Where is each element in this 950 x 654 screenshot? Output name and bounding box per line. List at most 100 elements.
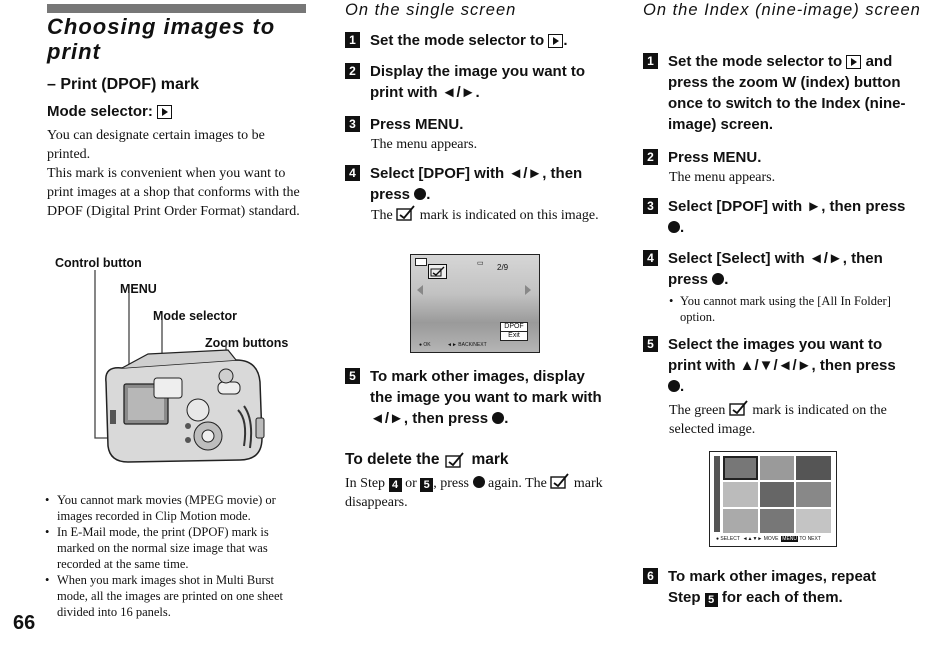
step-number: 4 — [643, 250, 658, 266]
right-arrow-icon — [525, 285, 531, 295]
thumbnail — [759, 508, 795, 533]
center-button-icon — [492, 412, 505, 424]
preview-counter: 2/9 — [497, 263, 509, 272]
step-text: To mark other images, display the image … — [370, 368, 602, 427]
preview-folder-icon: ▭ — [477, 260, 484, 267]
step-ref: 4 — [388, 478, 402, 492]
footer-ok: ● OK — [419, 342, 431, 348]
thumbnail — [796, 482, 831, 507]
footer-back-next: ◄► BACK/NEXT — [447, 342, 487, 348]
center-button-icon — [668, 380, 680, 392]
delete-heading: To delete the mark — [345, 451, 509, 469]
header-rule — [47, 4, 306, 13]
intro-text: You can designate certain images to be p… — [47, 128, 300, 219]
index-footer: ● SELECT ◄▲▼► MOVE MENU TO NEXT — [716, 536, 821, 542]
step-number: 3 — [643, 198, 658, 214]
step-note: •You cannot mark using the [All In Folde… — [669, 294, 891, 324]
step-number: 5 — [345, 368, 360, 384]
playback-icon — [548, 34, 564, 49]
step-text: Select [DPOF] with ►, then press — [668, 198, 906, 215]
center-button-icon — [472, 476, 485, 488]
step-text: Set the mode selector to — [370, 32, 545, 49]
section-subtitle: – Print (DPOF) mark — [47, 76, 200, 93]
label-control-button: Control button — [55, 256, 142, 270]
step-text: Press MENU. — [370, 116, 464, 133]
delete-heading-b: mark — [471, 451, 509, 468]
thumbnail — [796, 508, 831, 533]
dpof-mark-icon — [428, 264, 447, 279]
step-3-index: 3 Select [DPOF] with ►, then press . — [643, 196, 908, 238]
step-5-index: 5 Select the images you want to print wi… — [643, 334, 908, 397]
note-item: When you mark images shot in Multi Burst… — [45, 572, 307, 620]
step-text: Select [DPOF] with ◄/►, then press — [370, 165, 583, 203]
step-text-2: for each of them. — [721, 589, 843, 606]
step-1-index: 1 Set the mode selector to and press the… — [643, 51, 908, 135]
step-4-index: 4 Select [Select] with ◄/►, then press . — [643, 248, 908, 290]
step-ref: 5 — [420, 478, 434, 492]
step-desc: The green mark is indicated on the selec… — [669, 400, 908, 439]
step-3: 3 Press MENU. — [345, 114, 615, 135]
thumbnail-grid — [723, 456, 831, 533]
left-arrow-icon — [417, 285, 423, 295]
step-text: Display the image you want to print with… — [370, 63, 586, 101]
step-text: Select [Select] with ◄/►, then press — [668, 250, 883, 288]
index-screen-preview: ● SELECT ◄▲▼► MOVE MENU TO NEXT — [709, 451, 837, 547]
step-number: 1 — [345, 32, 360, 48]
playback-icon — [156, 104, 172, 119]
step-5: 5 To mark other images, display the imag… — [345, 366, 610, 429]
index-screen-heading: On the Index (nine-image) screen — [643, 1, 921, 19]
note-item: You cannot mark movies (MPEG movie) or i… — [45, 492, 307, 524]
step-number: 2 — [345, 63, 360, 79]
step-2-index: 2 Press MENU. — [643, 147, 908, 168]
camera-illustration — [94, 270, 265, 463]
step-number: 4 — [345, 165, 360, 181]
center-button-icon — [668, 221, 680, 233]
scrollbar — [714, 456, 720, 532]
playback-icon — [846, 55, 862, 70]
step-text: To mark other images, repeat Step — [668, 568, 877, 606]
step-6-index: 6 To mark other images, repeat Step 5 fo… — [643, 566, 908, 608]
page-title: Choosing images to print — [47, 14, 276, 64]
note-item: In E-Mail mode, the print (DPOF) mark is… — [45, 524, 307, 572]
single-screen-heading: On the single screen — [345, 1, 517, 19]
dpof-mark-icon — [550, 473, 570, 489]
mode-selector-line: Mode selector: — [47, 103, 172, 120]
step-4: 4 Select [DPOF] with ◄/►, then press . — [345, 163, 605, 205]
label-mode-selector: Mode selector — [153, 309, 238, 323]
thumbnail — [723, 482, 758, 507]
center-button-icon — [414, 188, 427, 200]
step-number: 2 — [643, 149, 658, 165]
step-number: 6 — [643, 568, 658, 584]
delete-heading-a: To delete the — [345, 451, 440, 468]
step-text: Set the mode selector to — [668, 53, 843, 70]
dpof-mark-icon — [396, 205, 415, 221]
page-number: 66 — [13, 612, 36, 634]
step-text: Press MENU. — [668, 149, 762, 166]
step-desc-a: The — [371, 208, 393, 223]
thumbnail — [759, 482, 795, 507]
mode-selector-label: Mode selector: — [47, 103, 153, 120]
step-desc: The mark is indicated on this image. — [371, 205, 605, 225]
thumbnail — [723, 508, 758, 533]
dpof-mark-icon — [445, 452, 465, 468]
step-number: 5 — [643, 336, 658, 352]
step-desc-b: mark is indicated on this image. — [419, 208, 599, 223]
battery-icon — [415, 258, 427, 266]
single-screen-preview: ▭ 2/9 DPOF Exit ● OK ◄► BACK/NEXT — [410, 254, 540, 353]
step-text-2: and press the zoom W (index) button once… — [668, 53, 906, 133]
dpof-mark-icon — [729, 400, 748, 416]
step-text: Select the images you want to print with… — [668, 336, 896, 374]
notes-list: You cannot mark movies (MPEG movie) or i… — [45, 492, 307, 620]
thumbnail — [796, 456, 831, 481]
delete-desc: In Step 4 or 5, press again. The mark di… — [345, 473, 607, 512]
menu-exit: Exit — [500, 331, 528, 341]
step-1: 1 Set the mode selector to . — [345, 30, 615, 51]
step-ref: 5 — [704, 593, 718, 607]
thumbnail — [723, 456, 758, 481]
step-number: 3 — [345, 116, 360, 132]
step-desc: The menu appears. — [669, 170, 776, 185]
step-desc: The menu appears. — [371, 137, 478, 152]
step-2: 2 Display the image you want to print wi… — [345, 61, 615, 103]
step-number: 1 — [643, 53, 658, 69]
thumbnail — [759, 456, 795, 481]
